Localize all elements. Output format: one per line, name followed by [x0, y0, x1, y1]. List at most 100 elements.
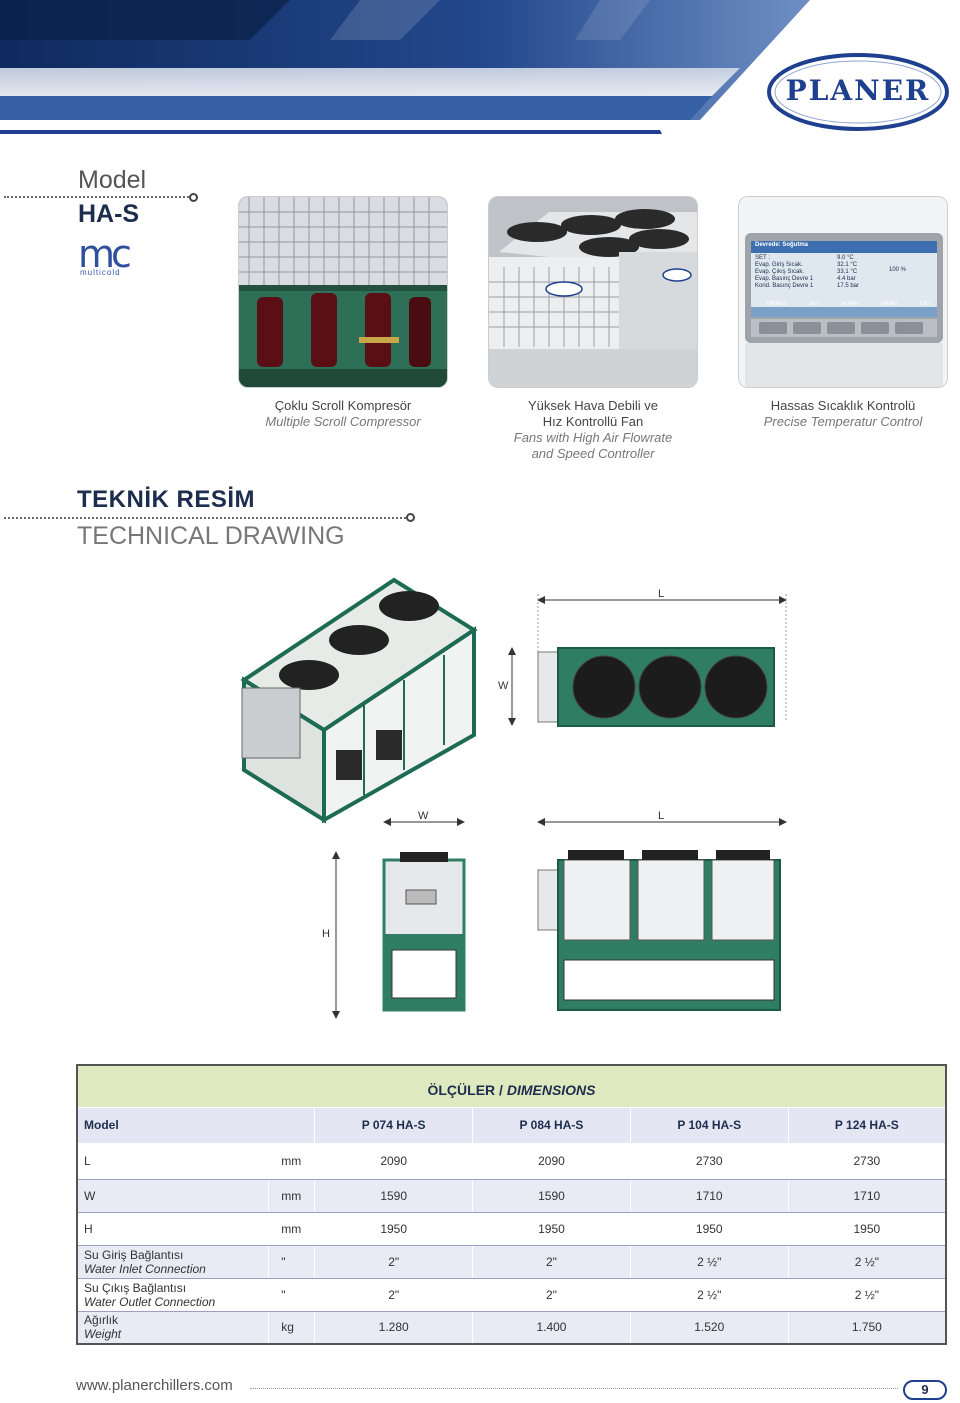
row-value: 1710: [629, 1178, 789, 1213]
row-name: Su Giriş Bağlantısı Water Inlet Connecti…: [76, 1244, 270, 1279]
dim-label-w-top: W: [498, 680, 509, 692]
row-name-en: Water Outlet Connection: [84, 1294, 216, 1309]
screen-line-value: 17.5 bar: [837, 283, 860, 289]
multicold-logo-sub: multicold: [80, 268, 121, 277]
row-value: 2": [314, 1244, 474, 1279]
row-unit: mm: [268, 1211, 316, 1246]
row-unit: ": [268, 1277, 316, 1312]
front-view: [537, 818, 787, 1011]
row-value: 1950: [472, 1211, 631, 1246]
screen-line-value: 33.1 °C: [837, 269, 858, 275]
feature-caption-controller: Hassas Sıcaklık Kontrolü Precise Tempera…: [728, 398, 958, 430]
header-model: P 074 HA-S: [314, 1106, 474, 1144]
row-name-tr: Ağırlık: [84, 1313, 119, 1328]
drawing-graphics: [240, 577, 787, 1019]
caption-tr: Hassas Sıcaklık Kontrolü: [770, 398, 916, 413]
row-value: 1590: [314, 1178, 474, 1213]
screen-line-label: Evap. Giriş Sıcak.: [755, 262, 803, 268]
divider-dot: [406, 513, 415, 522]
multicold-logo-letters: mc: [78, 232, 132, 276]
row-value: 2 ½": [629, 1277, 789, 1312]
screen-line-label: Evap. Çıkış Sıcak.: [755, 269, 805, 275]
page-header: PLANER: [0, 0, 960, 140]
row-name: Su Çıkış Bağlantısı Water Outlet Connect…: [76, 1277, 270, 1312]
row-name: Ağırlık Weight: [76, 1310, 270, 1345]
controller-button-label: MAVAS: [880, 301, 898, 307]
row-value: 1710: [787, 1178, 947, 1213]
header-model: P 104 HA-S: [629, 1106, 789, 1144]
caption-en: Precise Temperatur Control: [763, 414, 923, 429]
model-name: HA-S: [78, 200, 140, 228]
row-value: 2090: [314, 1142, 474, 1180]
caption-tr: Yüksek Hava Debili ve: [527, 398, 659, 413]
fan-photo: [488, 196, 698, 388]
planer-logo: PLANER: [766, 52, 950, 132]
feature-caption-compressor: Çoklu Scroll Kompresör Multiple Scroll C…: [238, 398, 448, 430]
table-row: L mm 2090 2090 2730 2730: [76, 1142, 947, 1180]
isometric-view: [240, 577, 478, 824]
controller-button-label: ALARM: [841, 301, 859, 307]
row-name-en: Weight: [84, 1327, 122, 1342]
controller-button-row: PROBES SET ALARM MAVAS CIKI: [755, 301, 941, 308]
table-title-tr: ÖLÇÜLER /: [427, 1082, 507, 1099]
technical-drawing-title-en: TECHNICAL DRAWING: [77, 522, 345, 550]
top-view: [508, 594, 787, 727]
controller-button-label: PROBES: [766, 301, 787, 307]
header-model: P 084 HA-S: [472, 1106, 631, 1144]
brand-name: PLANER: [785, 74, 931, 107]
header-banner-graphic: [0, 0, 810, 134]
row-value: 2": [472, 1277, 631, 1312]
table-header-row: Model P 074 HA-S P 084 HA-S P 104 HA-S P…: [76, 1106, 947, 1144]
table-row: W mm 1590 1590 1710 1710: [76, 1178, 947, 1213]
screen-line-label: SET :: [755, 255, 770, 261]
caption-tr: Çoklu Scroll Kompresör: [274, 398, 412, 413]
controller-percent: 100 %: [889, 267, 907, 273]
screen-line-value: 9.0 °C: [837, 255, 854, 261]
caption-en: Fans with High Air Flowrate: [513, 430, 673, 445]
controller-photo: Devrede: Soğutma SET : 9.0 °C Evap. Giriş…: [738, 196, 948, 388]
dim-label-l-front: L: [658, 810, 665, 822]
caption-en: and Speed Controller: [531, 446, 655, 461]
row-value: 1950: [629, 1211, 789, 1246]
header-model-label: Model: [76, 1106, 316, 1144]
dim-label-l-top: L: [658, 588, 665, 600]
row-unit: mm: [268, 1178, 316, 1213]
row-value: 2 ½": [787, 1244, 947, 1279]
row-value: 2": [472, 1244, 631, 1279]
compressor-photo: [238, 196, 448, 388]
controller-screen-title: Devrede: Soğutma: [755, 242, 809, 248]
row-name-en: Water Inlet Connection: [84, 1261, 206, 1276]
row-unit: mm: [268, 1142, 316, 1180]
row-value: 1590: [472, 1178, 631, 1213]
screen-line-value: 4.4 bar: [837, 276, 856, 282]
header-model: P 124 HA-S: [787, 1106, 947, 1144]
table-row: Ağırlık Weight kg 1.280 1.400 1.520 1.75…: [76, 1310, 947, 1345]
technical-divider: [4, 517, 410, 519]
technical-drawing-title-tr: TEKNİK RESİM: [77, 486, 256, 513]
page-number: 9: [903, 1380, 947, 1400]
row-value: 2": [314, 1277, 474, 1312]
row-value: 1.400: [472, 1310, 631, 1345]
controller-button-label: SET: [809, 301, 820, 307]
row-unit: kg: [268, 1310, 316, 1345]
row-value: 1950: [314, 1211, 474, 1246]
row-value: 1950: [787, 1211, 947, 1246]
screen-line-value: 32.1 °C: [837, 262, 858, 268]
website-link[interactable]: www.planerchillers.com: [76, 1377, 233, 1394]
row-value: 1.520: [629, 1310, 789, 1345]
row-value: 2 ½": [629, 1244, 789, 1279]
row-name-tr: Su Giriş Bağlantısı: [84, 1247, 184, 1262]
row-name: W: [76, 1178, 270, 1213]
dimensions-table: ÖLÇÜLER / DIMENSIONS Model P 074 HA-S P …: [76, 1064, 947, 1345]
divider-dot: [189, 193, 198, 202]
row-value: 2730: [629, 1142, 789, 1180]
table-title: ÖLÇÜLER / DIMENSIONS: [76, 1064, 947, 1108]
table-row: Su Çıkış Bağlantısı Water Outlet Connect…: [76, 1277, 947, 1312]
footer-divider: [250, 1388, 898, 1389]
model-label: Model: [78, 166, 147, 194]
row-unit: ": [268, 1244, 316, 1279]
dim-label-w-side: W: [418, 810, 429, 822]
row-name-tr: Su Çıkış Bağlantısı: [84, 1280, 187, 1295]
row-name: L: [76, 1142, 270, 1180]
caption-tr: Hız Kontrollü Fan: [542, 414, 644, 429]
